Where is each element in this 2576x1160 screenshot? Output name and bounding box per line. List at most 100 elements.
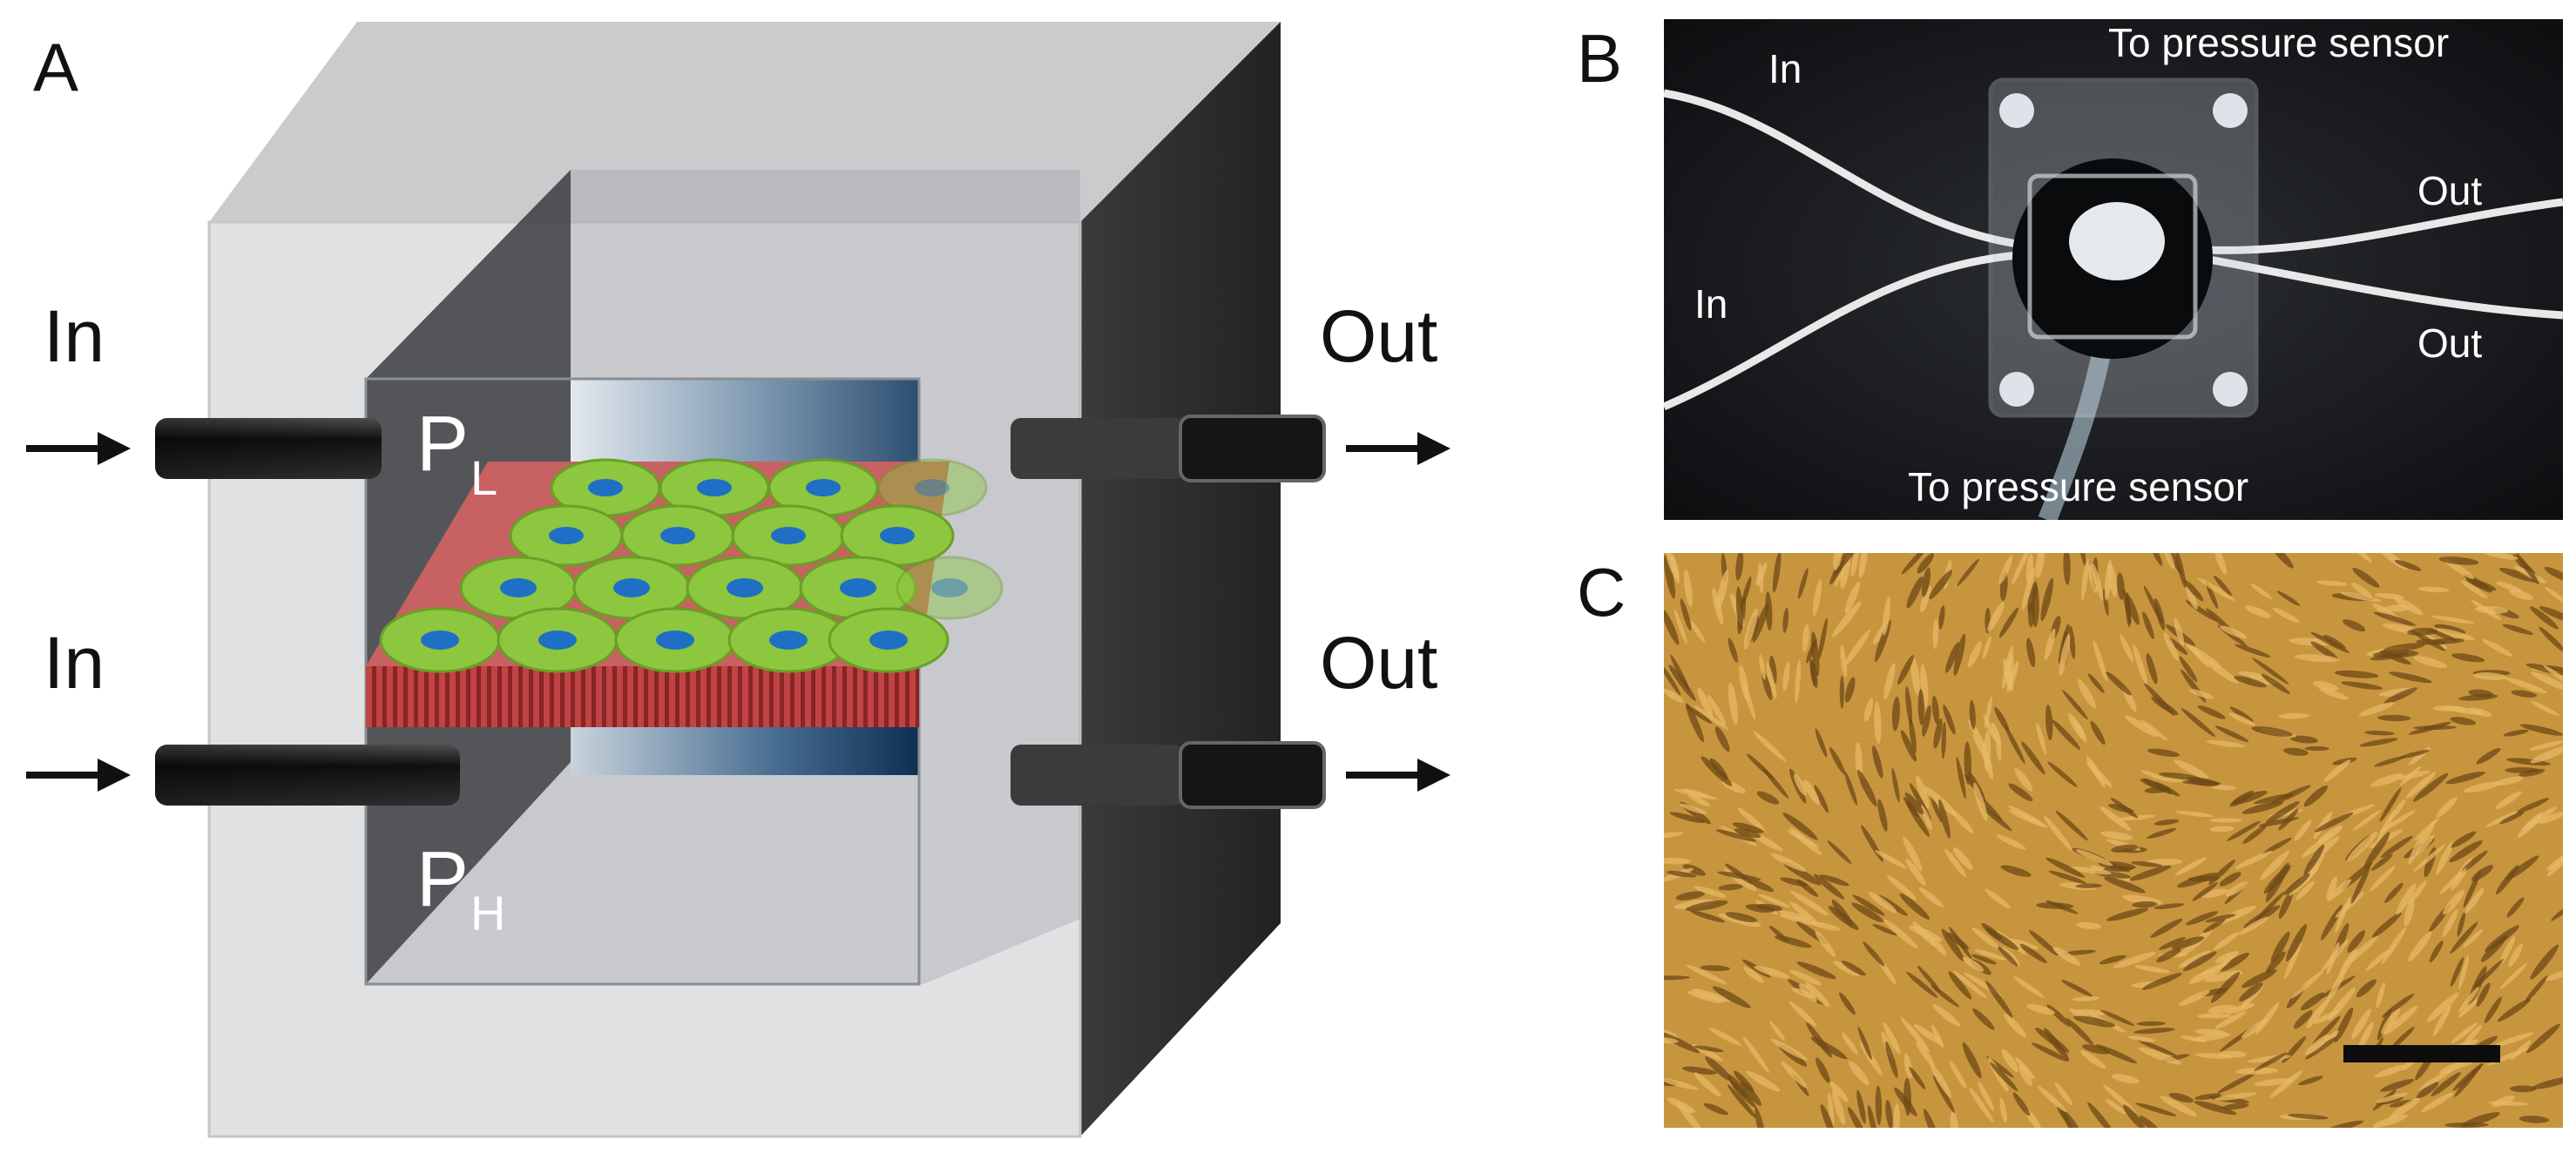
cell-spindle bbox=[1883, 663, 1896, 700]
cell-spindle bbox=[2416, 1082, 2439, 1099]
cell-spindle bbox=[2524, 975, 2548, 1003]
cell-spindle bbox=[2106, 671, 2132, 696]
cell-spindle bbox=[1973, 782, 1988, 821]
cell-spindle bbox=[2036, 723, 2047, 755]
cell-spindle bbox=[2066, 1017, 2093, 1045]
cell-spindle bbox=[2371, 912, 2402, 938]
cell-spindle bbox=[1875, 619, 1891, 663]
cell-spindle bbox=[2451, 653, 2485, 663]
cell-spindle bbox=[2305, 1034, 2330, 1055]
cell-spindle bbox=[2014, 768, 2033, 792]
cell-spindle bbox=[1815, 1057, 1830, 1083]
cell-spindle bbox=[1742, 1036, 1770, 1074]
cell-spindle bbox=[1714, 726, 1730, 752]
photo-label-out-lower: Out bbox=[2417, 320, 2483, 366]
pressure-high-label: P bbox=[416, 836, 469, 923]
cell-spindle bbox=[2054, 1082, 2073, 1106]
cell-spindle bbox=[2474, 605, 2508, 614]
cell-spindle bbox=[2251, 726, 2293, 737]
cell-spindle bbox=[1725, 863, 1754, 885]
cell-spindle bbox=[1922, 705, 1931, 737]
cell-spindle bbox=[2434, 624, 2466, 635]
cell-spindle bbox=[1946, 932, 1970, 950]
cell-spindle bbox=[2287, 1113, 2329, 1120]
cell-spindle bbox=[2452, 1062, 2484, 1091]
cell-spindle bbox=[2408, 931, 2432, 961]
cell-spindle bbox=[1951, 809, 1974, 833]
cell-spindle bbox=[2405, 772, 2437, 799]
cell-spindle bbox=[2389, 671, 2432, 684]
cell-spindle bbox=[1810, 1036, 1848, 1060]
cell-spindle bbox=[1765, 591, 1773, 631]
cell-spindle bbox=[2482, 639, 2513, 657]
cell-spindle bbox=[1832, 602, 1862, 637]
cell-spindle bbox=[1838, 992, 1856, 1015]
cell-spindle bbox=[2220, 952, 2250, 972]
cell-spindle bbox=[2511, 690, 2538, 698]
cell-spindle bbox=[2412, 772, 2449, 802]
cell-spindle bbox=[2426, 992, 2459, 1022]
scale-bar bbox=[2343, 1045, 2500, 1062]
cell-spindle bbox=[2214, 553, 2228, 575]
cell-spindle bbox=[2322, 635, 2346, 650]
cell-spindle bbox=[1734, 828, 1761, 839]
cell-spindle bbox=[2183, 579, 2204, 602]
cell-spindle bbox=[1938, 605, 1945, 630]
cell-spindle bbox=[1742, 682, 1756, 720]
cell-spindle bbox=[2460, 580, 2488, 599]
cell-spindle bbox=[2340, 591, 2382, 603]
cell-spindle bbox=[2350, 865, 2371, 904]
cell-spindle bbox=[2229, 706, 2254, 723]
cell-spindle bbox=[1844, 771, 1858, 806]
cell-spindle bbox=[1788, 1001, 1817, 1027]
cell-spindle bbox=[2383, 1005, 2418, 1035]
cell-spindle bbox=[1863, 941, 1885, 967]
cell-spindle bbox=[2413, 656, 2448, 669]
cell-spindle bbox=[1983, 714, 1997, 741]
cell-spindle bbox=[1969, 1087, 1994, 1123]
cell-spindle bbox=[2530, 944, 2559, 980]
cell-spindle bbox=[2298, 1076, 2323, 1086]
cell-spindle bbox=[2291, 970, 2324, 999]
cell-spindle bbox=[1809, 658, 1816, 687]
cell-spindle bbox=[1766, 662, 1777, 699]
pressure-high-subscript: H bbox=[470, 886, 505, 941]
cell-spindle bbox=[2080, 1050, 2106, 1069]
cell-spindle bbox=[1953, 970, 1987, 999]
cell-spindle bbox=[2197, 705, 2226, 719]
cell-spindle bbox=[2087, 1102, 2115, 1128]
cell-spindle bbox=[1962, 1042, 1982, 1079]
cell-spindle bbox=[1697, 687, 1714, 718]
cell-spindle bbox=[1664, 688, 1684, 703]
cell-spindle bbox=[2506, 758, 2551, 766]
cell-spindle bbox=[1746, 1070, 1781, 1092]
cell-spindle bbox=[2008, 783, 2033, 802]
cell-spindle bbox=[2082, 1044, 2110, 1055]
cell-spindle bbox=[2295, 880, 2315, 900]
cell-spindle bbox=[2411, 631, 2446, 651]
cell-spindle bbox=[1668, 664, 1696, 701]
cell-spindle bbox=[2159, 937, 2186, 950]
cell-spindle bbox=[1839, 675, 1845, 709]
cell-spindle bbox=[1844, 629, 1870, 666]
cell-spindle bbox=[2103, 866, 2133, 872]
cell-spindle bbox=[1715, 829, 1757, 842]
cell-spindle bbox=[1727, 1084, 1757, 1119]
cell-spindle bbox=[2310, 641, 2338, 660]
cell-spindle bbox=[2217, 1072, 2256, 1094]
cell-spindle bbox=[2156, 948, 2181, 963]
cell-spindle bbox=[1789, 901, 1818, 925]
cell-spindle bbox=[1680, 598, 1692, 631]
cell-spindle bbox=[2532, 1076, 2563, 1089]
cell-spindle bbox=[1953, 633, 1966, 677]
cell-spindle bbox=[2383, 687, 2418, 705]
cell-spindle bbox=[2062, 690, 2088, 720]
cell-spindle bbox=[2104, 559, 2113, 601]
cell-spindle bbox=[1746, 753, 1775, 779]
cell-spindle bbox=[2370, 865, 2396, 892]
cell-spindle bbox=[2086, 761, 2113, 788]
cell-spindle bbox=[1948, 971, 1972, 1000]
cell-spindle bbox=[1664, 1077, 1699, 1090]
cell-spindle bbox=[2167, 637, 2188, 655]
device-photo: In In Out Out To pressure sensor To pres… bbox=[1664, 19, 2563, 520]
